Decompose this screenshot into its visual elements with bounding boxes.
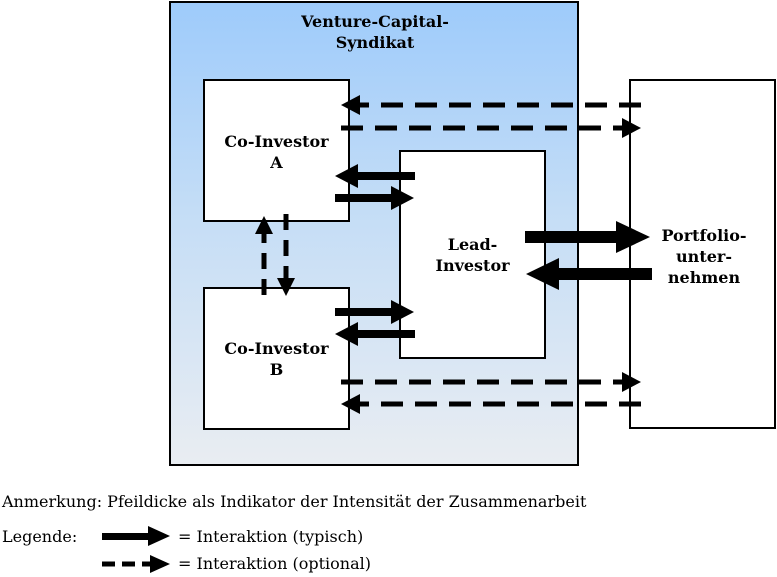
syndicate-title: Venture-Capital-Syndikat: [301, 12, 449, 52]
dashed-arrow-a-to-portfolio: [341, 118, 641, 138]
note-text: Anmerkung: Pfeildicke als Indikator der …: [2, 492, 587, 511]
solid-arrow-lead-to-b: [335, 322, 415, 346]
co-investor-a-box: [203, 79, 350, 222]
co-investor-b-box: [203, 287, 350, 430]
dashed-arrow-portfolio-to-b: [341, 394, 641, 414]
solid-arrow-portfolio-to-lead: [526, 258, 652, 290]
legend-solid-arrow-icon: [102, 526, 170, 546]
dashed-arrow-a-to-b: [277, 214, 295, 296]
legend-solid-label: = Interaktion (typisch): [178, 527, 364, 546]
dashed-arrow-b-to-portfolio: [341, 372, 641, 392]
dashed-arrow-portfolio-to-a: [341, 95, 641, 115]
solid-arrow-lead-to-a: [335, 164, 415, 188]
lead-investor-box: [399, 150, 546, 359]
legend-title: Legende:: [2, 527, 78, 546]
solid-arrow-a-to-lead: [335, 186, 414, 210]
portfolio-company-box: [629, 79, 776, 429]
portfolio-company-label: Portfolio-unter-nehmen: [661, 226, 747, 287]
legend-dashed-arrow-icon: [102, 555, 170, 573]
lead-investor-label: Lead-Investor: [435, 235, 510, 275]
solid-arrow-lead-to-portfolio: [525, 221, 650, 253]
legend-dashed-label: = Interaktion (optional): [178, 554, 371, 573]
solid-arrow-b-to-lead: [335, 300, 414, 324]
dashed-arrow-b-to-a: [255, 216, 273, 295]
